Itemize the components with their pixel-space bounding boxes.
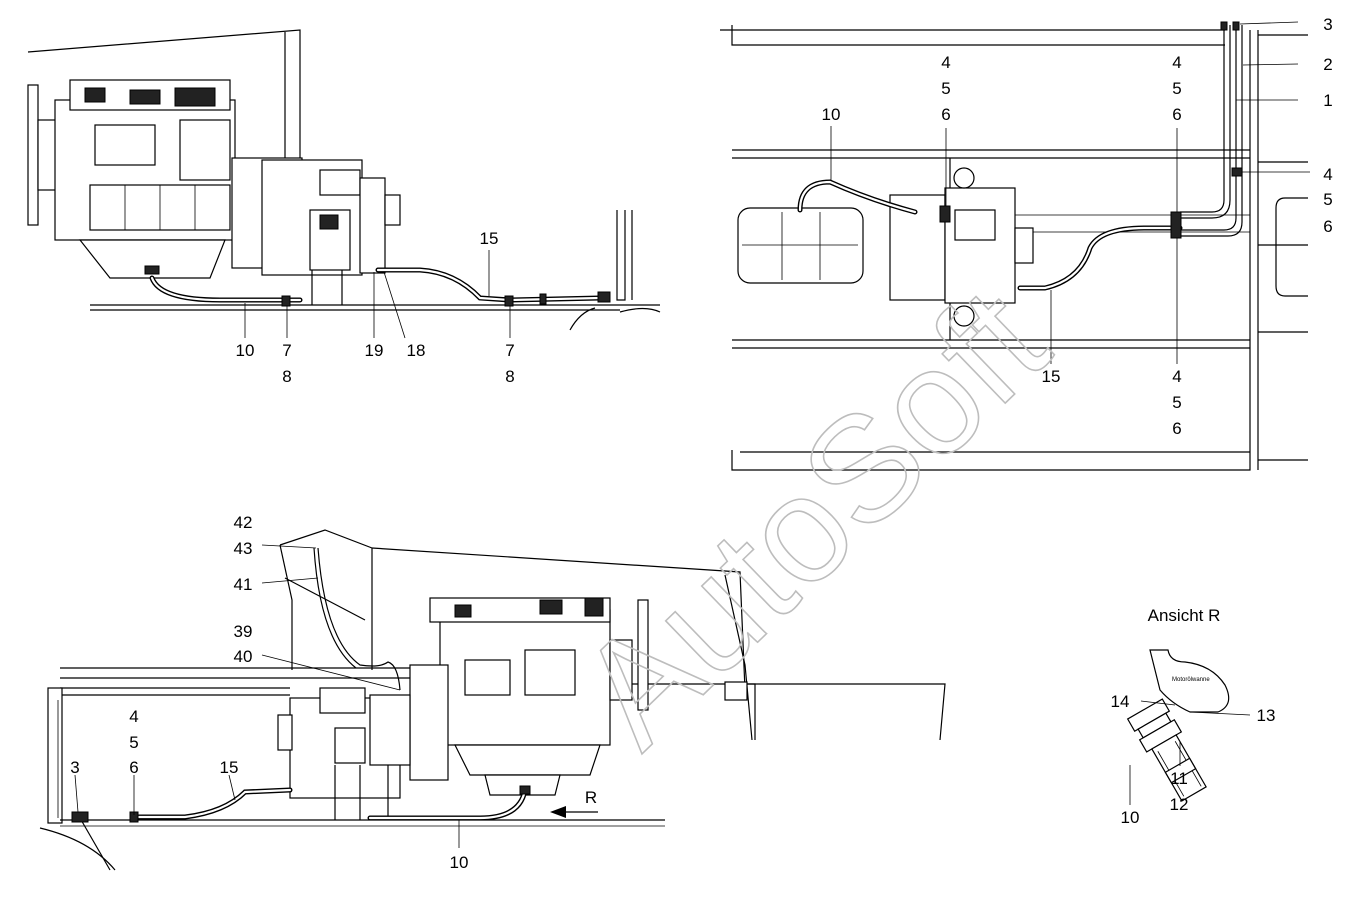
view-r-title: Ansicht R <box>1148 606 1221 625</box>
callout-15: 15 <box>1042 367 1061 386</box>
callout-13: 13 <box>1257 706 1276 725</box>
callout-5: 5 <box>941 79 950 98</box>
transmission-bottom <box>277 687 411 820</box>
view-arrow-label: R <box>585 788 597 807</box>
callout-10: 10 <box>1121 808 1140 827</box>
engine-block-bottom <box>409 597 649 796</box>
callout-39: 39 <box>234 622 253 641</box>
callout-6: 6 <box>941 105 950 124</box>
callout-11: 11 <box>1170 769 1188 788</box>
callout-5: 5 <box>1172 79 1181 98</box>
callout-3: 3 <box>1323 15 1332 34</box>
callout-6: 6 <box>129 758 138 777</box>
callout-5: 5 <box>1172 393 1181 412</box>
callout-4: 4 <box>129 707 138 726</box>
callout-1: 1 <box>1323 91 1332 110</box>
callout-15: 15 <box>480 229 499 248</box>
callout-4: 4 <box>1172 53 1181 72</box>
callout-43: 43 <box>234 539 253 558</box>
callout-6: 6 <box>1172 105 1181 124</box>
callout-8: 8 <box>505 367 514 386</box>
view-r-detail: Ansicht R Motorölwanne 14 13 11 12 10 <box>1111 606 1276 827</box>
top-right-plan-view: 3 2 1 4 5 6 10 4 5 6 4 5 6 15 4 5 6 <box>720 15 1333 471</box>
watermark: AutoSoft <box>547 257 1078 778</box>
callout-10: 10 <box>822 105 841 124</box>
callout-40: 40 <box>234 647 253 666</box>
callout-19: 19 <box>365 341 384 360</box>
callout-5: 5 <box>1323 190 1332 209</box>
callout-10: 10 <box>450 853 469 872</box>
callout-4: 4 <box>941 53 950 72</box>
callout-8: 8 <box>282 367 291 386</box>
callout-12: 12 <box>1170 795 1189 814</box>
callout-14: 14 <box>1111 692 1130 711</box>
callout-7: 7 <box>282 341 291 360</box>
bottom-side-view: R 42 43 41 39 40 4 5 6 3 15 10 <box>39 513 946 872</box>
callout-6: 6 <box>1172 419 1181 438</box>
callout-18: 18 <box>407 341 426 360</box>
callout-3: 3 <box>70 758 79 777</box>
callout-5: 5 <box>129 733 138 752</box>
callout-10: 10 <box>236 341 255 360</box>
callout-7: 7 <box>505 341 514 360</box>
callout-2: 2 <box>1323 55 1332 74</box>
callout-4: 4 <box>1172 367 1181 386</box>
oil-pan-label: Motorölwanne <box>1172 677 1210 683</box>
callout-4: 4 <box>1323 165 1332 184</box>
top-left-side-view: 15 10 7 8 19 18 7 8 <box>27 29 661 386</box>
engine-block <box>54 79 236 279</box>
callout-41: 41 <box>234 575 253 594</box>
callout-6: 6 <box>1323 217 1332 236</box>
transmission <box>231 157 401 305</box>
callout-15: 15 <box>220 758 239 777</box>
callout-42: 42 <box>234 513 253 532</box>
